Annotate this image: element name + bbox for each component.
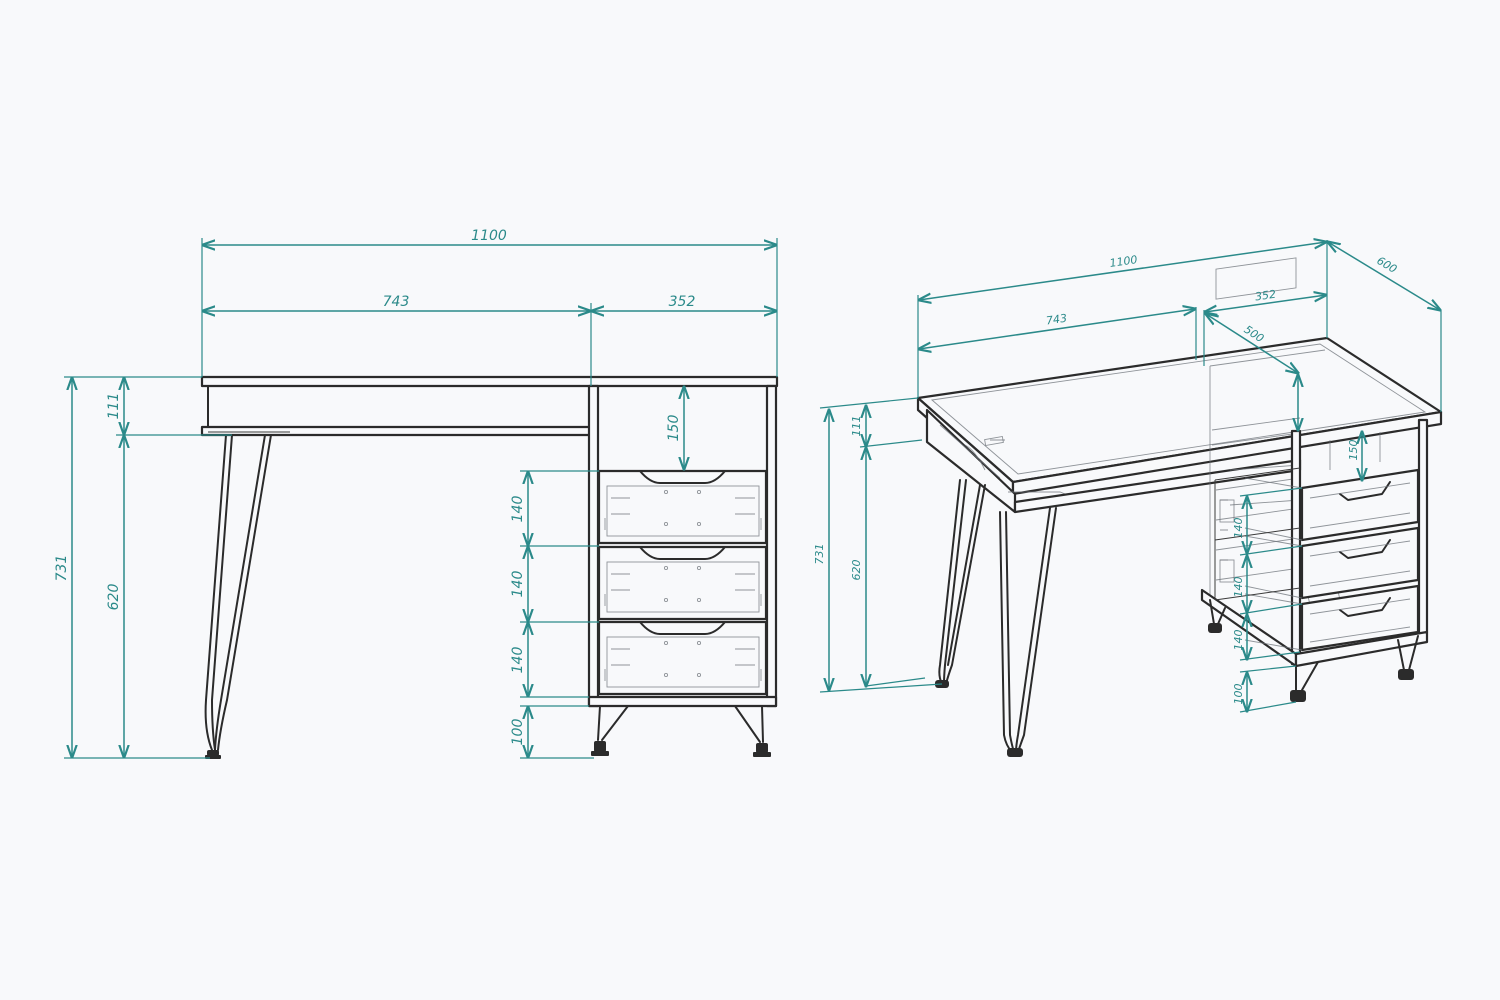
front-dim-731: 731 — [54, 555, 70, 582]
iso-dim-drawer-3: 140 — [1232, 630, 1245, 651]
iso-dim-line-352 — [1205, 295, 1326, 312]
iso-dim-731: 731 — [813, 544, 826, 565]
iso-drawer-boxes — [1214, 467, 1301, 601]
front-pedestal-feet — [591, 705, 771, 757]
front-dim-150: 150 — [666, 415, 682, 442]
iso-dim-line-500 — [1206, 314, 1298, 373]
iso-hairpin-leg-front — [999, 507, 1057, 757]
iso-dim-111: 111 — [850, 416, 863, 437]
iso-hairpin-leg-back — [935, 479, 986, 688]
iso-dim-352: 352 — [1254, 288, 1277, 304]
iso-pedestal-feet — [1208, 599, 1419, 702]
iso-drawer-3 — [1244, 584, 1420, 652]
iso-view: 1100 600 743 352 500 731 111 620 150 140… — [813, 240, 1441, 757]
front-pedestal-right-panel — [765, 384, 778, 708]
front-drawer-1 — [597, 469, 768, 545]
iso-drawer-1 — [1244, 468, 1420, 542]
iso-dim-drawer-1: 140 — [1232, 518, 1245, 539]
front-dim-620: 620 — [106, 584, 122, 611]
iso-dim-plinth: 100 — [1232, 684, 1245, 705]
iso-dim-500: 500 — [1242, 323, 1267, 345]
front-dim-drawer-1: 140 — [510, 496, 526, 523]
iso-dim-line-600 — [1328, 242, 1440, 310]
iso-dim-743: 743 — [1045, 312, 1068, 328]
iso-drawer-2 — [1244, 526, 1420, 600]
front-dim-1100: 1100 — [471, 228, 507, 244]
iso-dim-1100: 1100 — [1109, 253, 1139, 270]
front-view: 1100 743 352 731 111 620 150 140 140 140… — [54, 228, 779, 759]
iso-pedestal-side-right — [1417, 418, 1429, 638]
front-dim-352: 352 — [669, 294, 696, 310]
front-hairpin-leg — [204, 434, 272, 759]
iso-dim-620: 620 — [850, 560, 863, 581]
front-drawer-2 — [597, 545, 768, 621]
front-dim-drawer-3: 140 — [510, 647, 526, 674]
front-tabletop — [200, 375, 779, 388]
front-dim-plinth: 100 — [510, 719, 526, 746]
front-dim-111: 111 — [106, 393, 122, 420]
front-drawer-3 — [597, 620, 768, 696]
iso-pedestal-bottom-front — [1294, 630, 1429, 668]
front-dim-743: 743 — [383, 294, 410, 310]
front-dim-drawer-2: 140 — [510, 571, 526, 598]
iso-dim-150: 150 — [1347, 440, 1360, 461]
iso-dim-line-1100 — [919, 242, 1326, 300]
iso-dim-drawer-2: 140 — [1232, 577, 1245, 598]
front-pedestal-bottom — [587, 695, 778, 708]
front-apron-rail — [200, 425, 593, 437]
iso-dim-line-743 — [919, 309, 1195, 349]
